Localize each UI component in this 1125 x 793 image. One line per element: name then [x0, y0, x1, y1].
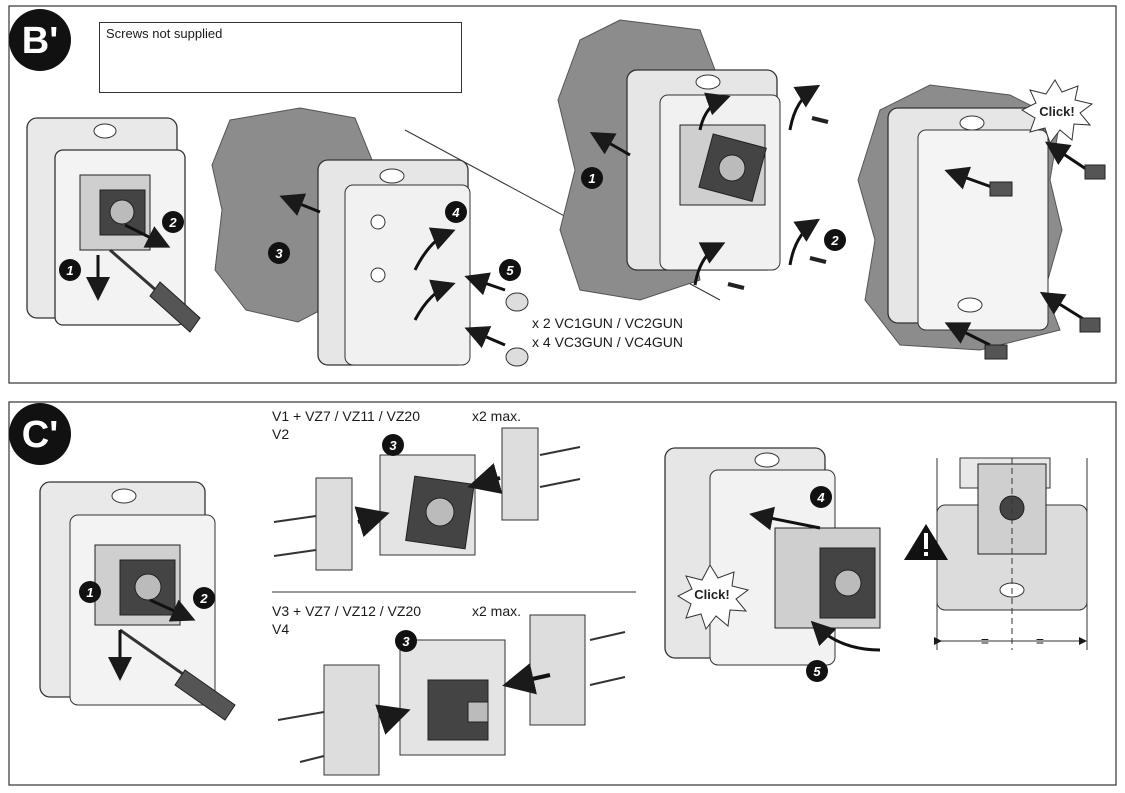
equal-right: = — [1036, 633, 1044, 649]
screws-note-text: Screws not supplied — [106, 26, 223, 41]
screw-text-1: x 2 VC1GUN / VC2GUN — [532, 315, 683, 331]
step-badge-c-2: 2 — [193, 587, 215, 609]
section-c-badge-text: C' — [22, 414, 58, 456]
step-badge-b-2: 2 — [162, 211, 184, 233]
step-badge-b-4: 4 — [445, 201, 467, 223]
svg-text:1: 1 — [86, 585, 93, 600]
step-badge-b-1: 1 — [59, 259, 81, 281]
svg-text:3: 3 — [389, 438, 397, 453]
c-bottom-model-line2: V4 — [272, 621, 289, 637]
step-badge-c-4: 3 — [395, 630, 417, 652]
click-burst-c: Click! — [676, 563, 750, 631]
svg-text:2: 2 — [199, 591, 208, 606]
screws-note: Screws not supplied — [99, 22, 462, 93]
c-top-model: V1 + VZ7 / VZ11 / VZ20 — [272, 408, 420, 424]
svg-text:5: 5 — [813, 664, 821, 679]
step-badge-c-5: 4 — [810, 486, 832, 508]
section-b-frame — [8, 5, 1117, 384]
svg-text:1: 1 — [66, 263, 73, 278]
step-badge-c-1: 1 — [79, 581, 101, 603]
c-bottom-model: V3 + VZ7 / VZ12 / VZ20 — [272, 603, 421, 619]
figure-c1-enclosure — [39, 481, 236, 721]
screw-text-2: x 4 VC3GUN / VC4GUN — [532, 334, 683, 350]
figure-c3-enclosure — [664, 447, 881, 666]
svg-text:3: 3 — [402, 634, 410, 649]
step-badge-c-3: 3 — [382, 434, 404, 456]
section-b-badge: B' — [9, 9, 71, 71]
svg-text:4: 4 — [816, 490, 825, 505]
section-c-badge: C' — [9, 403, 71, 465]
svg-text:3: 3 — [275, 246, 283, 261]
step-badge-b-6: 1 — [581, 167, 603, 189]
c-top-model-line2: V2 — [272, 426, 289, 442]
c-bottom-max: x2 max. — [472, 603, 521, 619]
figure-b1-enclosure — [26, 117, 201, 333]
svg-text:1: 1 — [588, 171, 595, 186]
figure-c2-bottom-assembly — [277, 614, 626, 776]
svg-text:4: 4 — [451, 205, 460, 220]
click-text-c: Click! — [694, 587, 729, 602]
figure-b3-wall-mount — [557, 19, 829, 301]
svg-text:2: 2 — [168, 215, 177, 230]
section-c-frame — [8, 401, 1117, 786]
click-text-b: Click! — [1039, 104, 1074, 119]
c-top-max: x2 max. — [472, 408, 521, 424]
figure-b2-wall-mount — [211, 107, 721, 367]
step-badge-b-5: 5 — [499, 259, 521, 281]
figure-b4-glands — [857, 84, 1106, 360]
figure-c4-top-view — [934, 457, 1088, 650]
click-burst-b: Click! — [1020, 79, 1094, 145]
section-b-badge-text: B' — [22, 20, 58, 62]
step-badge-b-3: 3 — [268, 242, 290, 264]
svg-text:2: 2 — [830, 233, 839, 248]
figure-c2-top-assembly — [273, 427, 581, 571]
warning-icon — [904, 524, 948, 560]
step-badge-c-6: 5 — [806, 660, 828, 682]
svg-text:5: 5 — [506, 263, 514, 278]
equal-left: = — [981, 633, 989, 649]
step-badge-b-7: 2 — [824, 229, 846, 251]
